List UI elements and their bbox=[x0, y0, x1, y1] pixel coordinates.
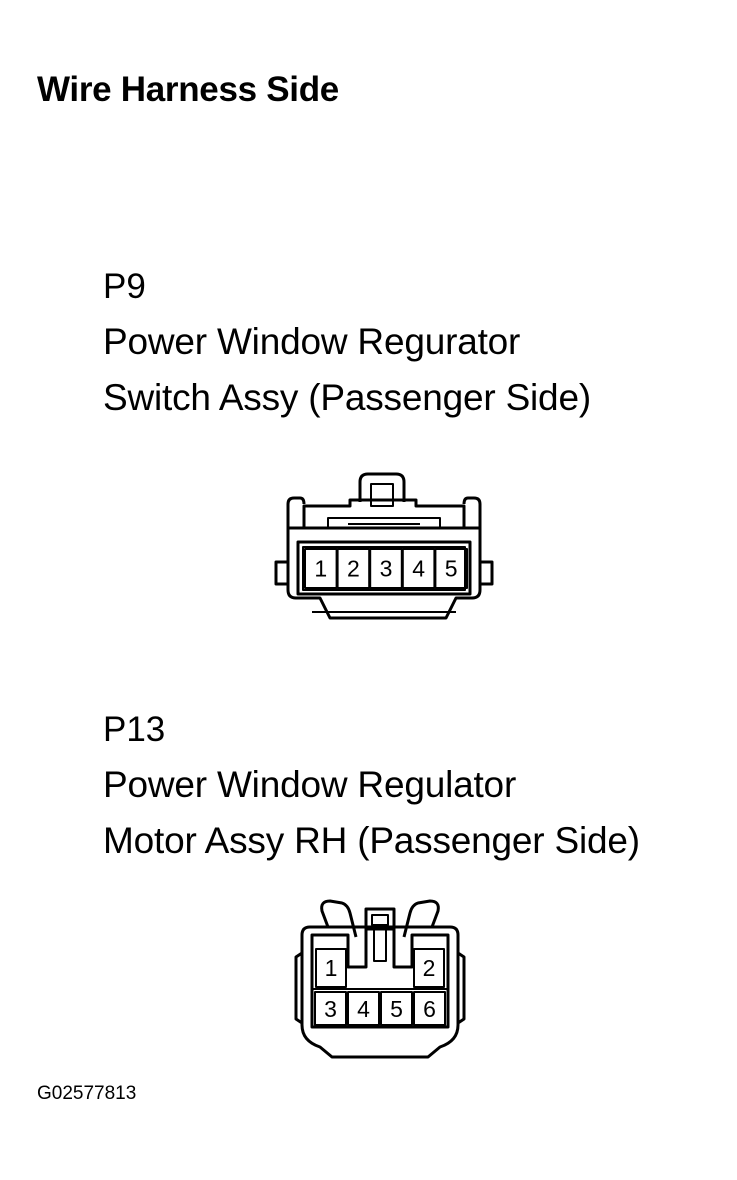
p9-tab-left bbox=[274, 560, 290, 586]
p13-pin-label-2: 2 bbox=[423, 955, 436, 981]
p13-rib-left bbox=[294, 951, 303, 1025]
p9-rail-right bbox=[462, 496, 482, 582]
p9-pin-label-3: 3 bbox=[380, 556, 393, 582]
page-title: Wire Harness Side bbox=[37, 70, 339, 109]
p9-terminal-5 bbox=[434, 548, 468, 589]
p13-terminal-2 bbox=[413, 948, 445, 988]
p13-terminal-5 bbox=[380, 991, 413, 1026]
p13-pin-label-1: 1 bbox=[325, 955, 338, 981]
connector-desc-p13-line2: Motor Assy RH (Passenger Side) bbox=[103, 820, 640, 861]
p9-tab-right bbox=[478, 560, 494, 586]
p13-terminal-3 bbox=[314, 991, 347, 1026]
p9-housing-top bbox=[302, 498, 466, 528]
p13-terminal-4 bbox=[347, 991, 380, 1026]
connector-code-p9: P9 bbox=[103, 267, 146, 306]
p9-terminal-3 bbox=[369, 548, 403, 589]
p13-cavity-frame bbox=[310, 927, 450, 1029]
p13-terminal-6 bbox=[413, 991, 446, 1026]
connector-desc-p13-line1: Power Window Regulator bbox=[103, 764, 517, 805]
p9-pin-label-1: 1 bbox=[314, 556, 327, 582]
p9-pin-label-4: 4 bbox=[412, 556, 425, 582]
p13-terminal-1 bbox=[315, 948, 347, 988]
p13-pin-label-5: 5 bbox=[390, 996, 403, 1022]
connector-code-p13: P13 bbox=[103, 710, 166, 749]
connector-desc-p9-line1: Power Window Regurator bbox=[103, 321, 521, 362]
figure-id: G02577813 bbox=[37, 1083, 137, 1104]
p9-rail-left bbox=[286, 496, 306, 582]
p13-latch-arm-left bbox=[320, 899, 358, 938]
p9-latch bbox=[358, 472, 406, 502]
p9-pin-label-2: 2 bbox=[347, 556, 360, 582]
p13-pin-label-6: 6 bbox=[423, 996, 436, 1022]
p9-latch-window bbox=[370, 483, 394, 507]
p13-rib-right bbox=[457, 951, 466, 1025]
connector-desc-p9-line2: Switch Assy (Passenger Side) bbox=[103, 377, 591, 418]
p9-housing-step bbox=[327, 517, 441, 528]
p9-pin-label-5: 5 bbox=[445, 556, 458, 582]
p13-housing bbox=[300, 925, 460, 1059]
p9-cavity-frame bbox=[296, 540, 472, 596]
p13-latch-arm-right bbox=[402, 899, 440, 938]
p9-housing bbox=[286, 526, 482, 620]
p13-pin-label-4: 4 bbox=[357, 996, 370, 1022]
p13-pin-label-3: 3 bbox=[324, 996, 337, 1022]
